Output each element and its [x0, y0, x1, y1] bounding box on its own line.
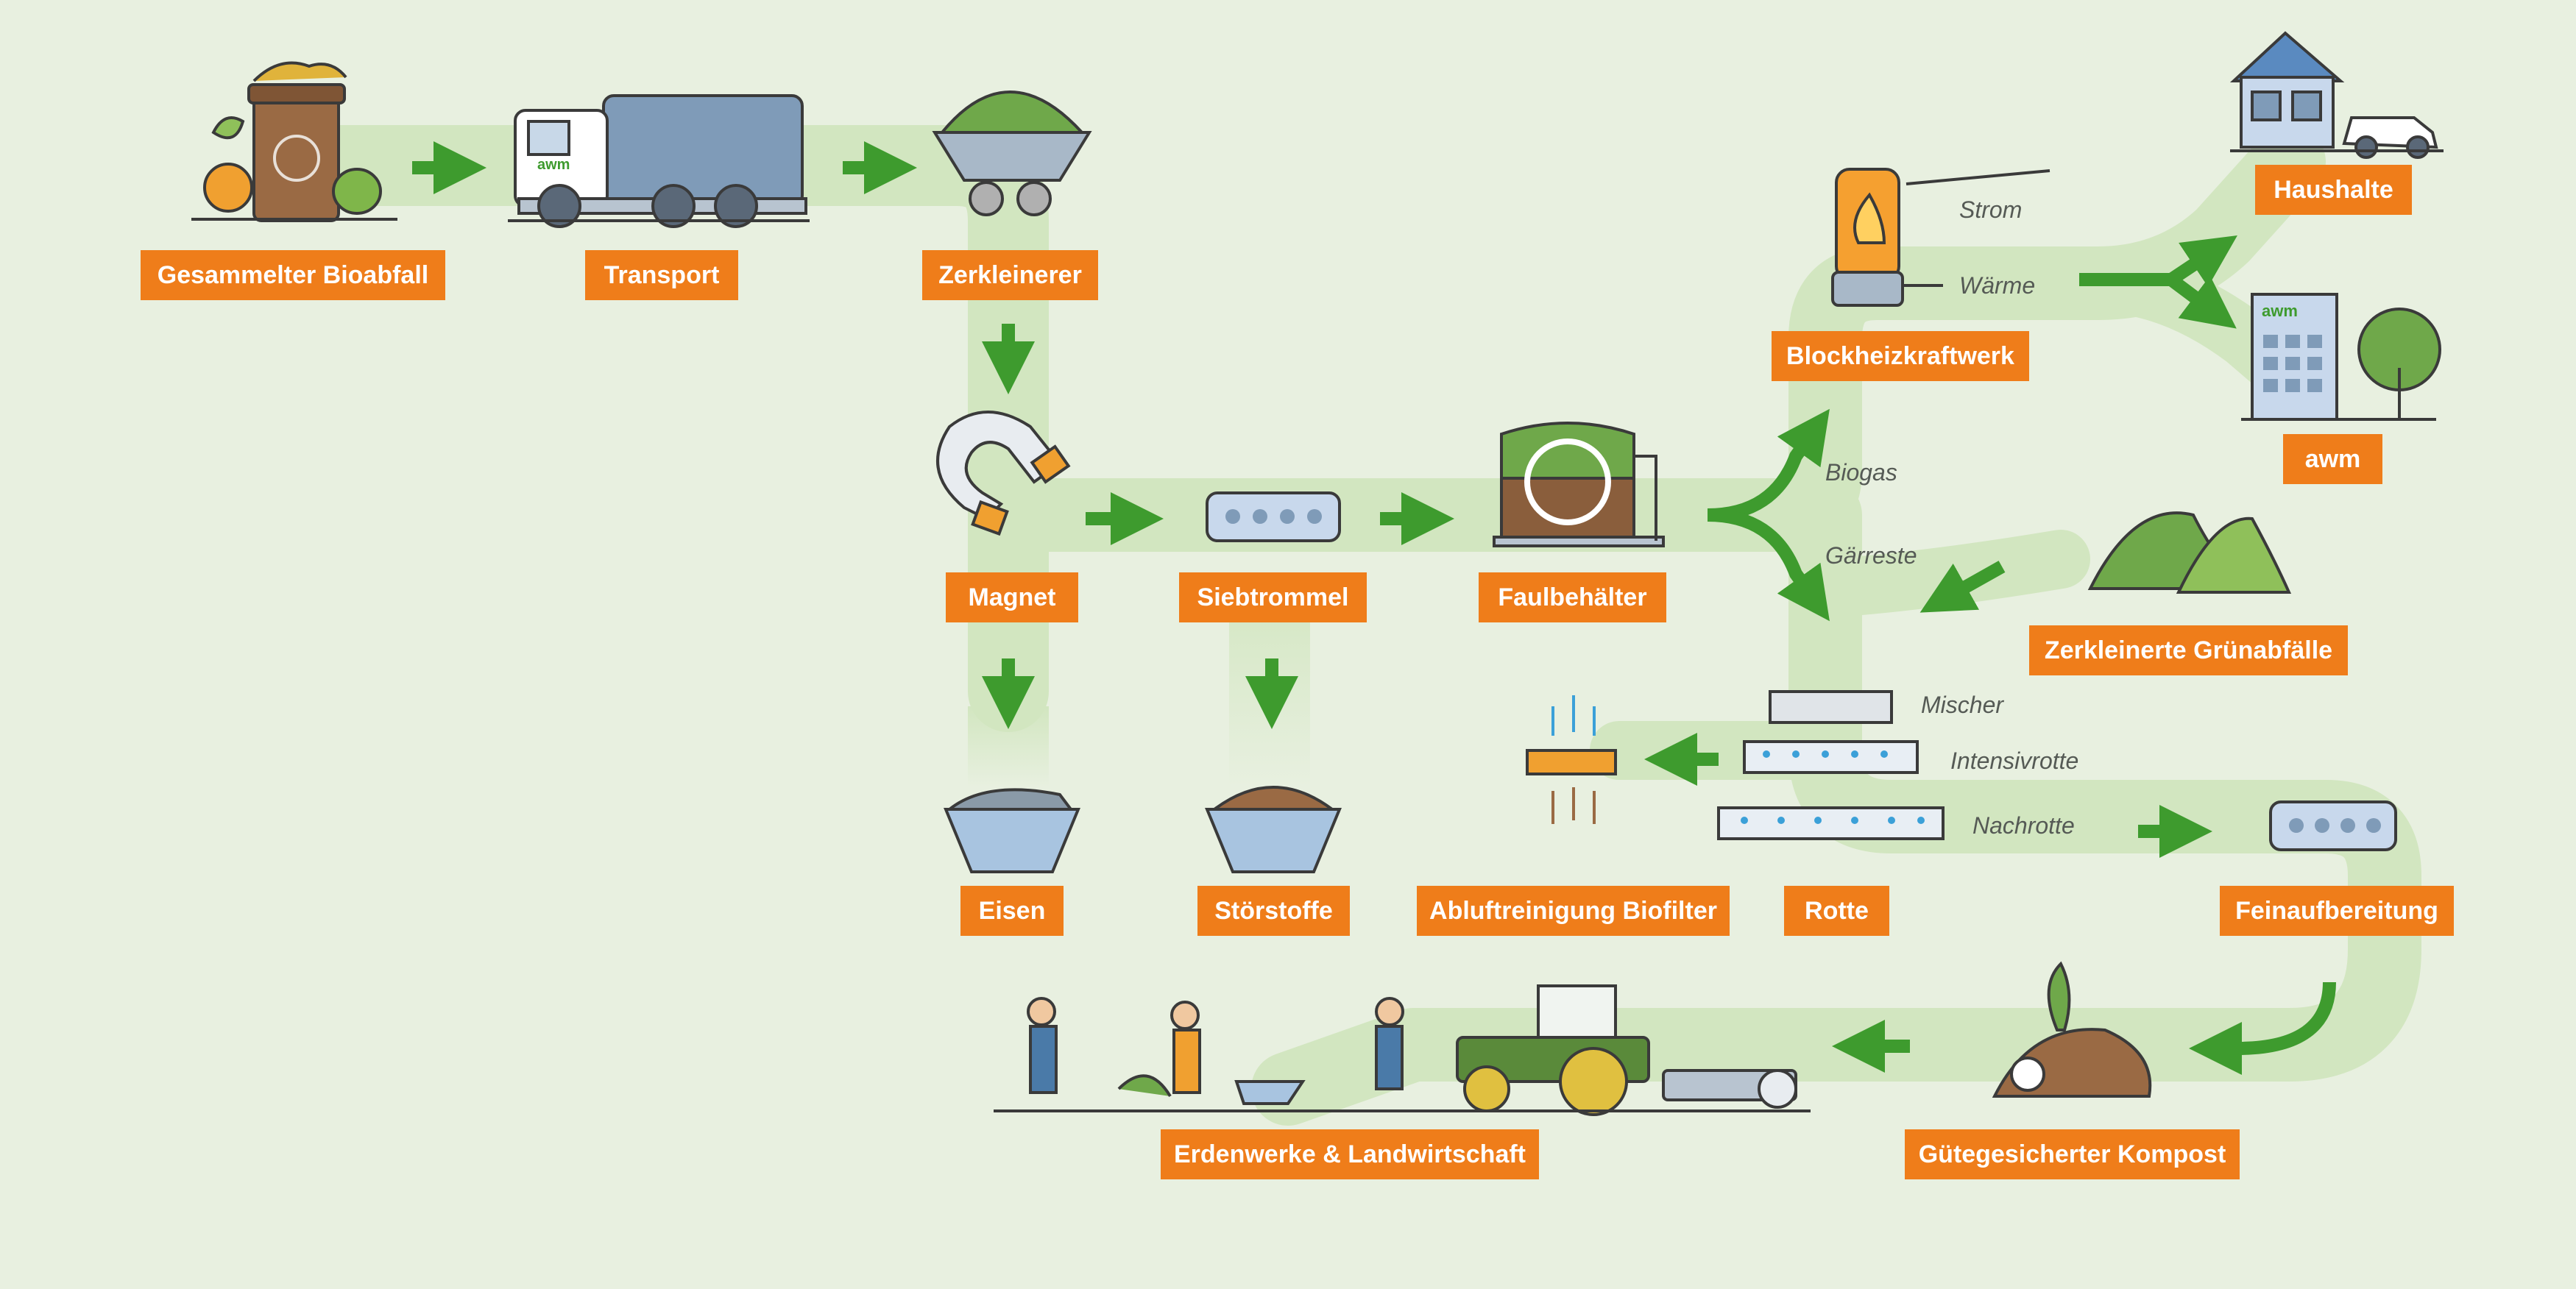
sieve-drum-icon: [1206, 491, 1341, 542]
label-magnet: Magnet: [946, 572, 1078, 622]
building-logo: awm: [2262, 302, 2298, 320]
label-haushalte: Haushalte: [2255, 165, 2412, 215]
arrow-gaerreste: [1707, 508, 1830, 622]
arrow-to-compost: [2189, 981, 2336, 1075]
compost-rows-icon: [1717, 690, 1945, 840]
arrow-to-awm: [2079, 273, 2237, 329]
note-mischer: Mischer: [1921, 692, 2004, 718]
shredder-hopper-icon: [932, 90, 1092, 216]
skip-contaminants-icon: [1205, 786, 1342, 873]
label-awm: awm: [2283, 434, 2382, 484]
label-siebtrommel: Siebtrommel: [1179, 572, 1367, 622]
intensive-rot-icon: [1743, 740, 1919, 774]
arrow-from-green-waste: [1919, 561, 2006, 613]
note-nachrotte: Nachrotte: [1972, 812, 2075, 839]
label-faulbehaelter: Faulbehälter: [1479, 572, 1666, 622]
note-gaerreste: Gärreste: [1825, 542, 1917, 569]
green-waste-piles-icon: [2087, 511, 2292, 594]
biofilter-icon: [1526, 695, 1617, 824]
gardeners-icon: [994, 997, 1317, 1112]
bio-bin-icon: [191, 61, 397, 222]
label-zerkleinerer: Zerkleinerer: [922, 250, 1098, 300]
house-with-car-icon: [2229, 31, 2444, 159]
mixer-icon: [1769, 690, 1893, 724]
chp-plant-icon: [1831, 168, 2050, 307]
note-strom: Strom: [1959, 196, 2023, 223]
note-biogas: Biogas: [1825, 459, 1897, 486]
fine-screen-drum-icon: [2269, 800, 2397, 851]
garbage-truck-icon: [508, 94, 810, 228]
note-waerme: Wärme: [1959, 272, 2036, 299]
label-abluftreinigung-biofilter: Abluftreinigung Biofilter: [1417, 886, 1730, 936]
compost-heap-icon: [1992, 961, 2152, 1098]
flow-arrows: [412, 141, 2336, 1075]
label-stoerstoffe: Störstoffe: [1197, 886, 1350, 936]
label-erdenwerke-landwirtschaft: Erdenwerke & Landwirtschaft: [1161, 1129, 1539, 1179]
label-eisen: Eisen: [960, 886, 1064, 936]
label-guetegesicherter-kompost: Gütegesicherter Kompost: [1905, 1129, 2240, 1179]
label-feinaufbereitung: Feinaufbereitung: [2220, 886, 2454, 936]
magnet-icon: [936, 411, 1071, 536]
flow-fade-eisen: [968, 706, 1049, 787]
farmer-tractor-icon: [1310, 984, 1811, 1116]
scrap-skip-iron-icon: [944, 788, 1080, 873]
post-rot-icon: [1717, 806, 1945, 840]
label-blockheizkraftwerk: Blockheizkraftwerk: [1772, 331, 2029, 381]
truck-logo: awm: [537, 157, 570, 173]
label-transport: Transport: [585, 250, 738, 300]
label-rotte: Rotte: [1784, 886, 1889, 936]
label-gesammelter-bioabfall: Gesammelter Bioabfall: [141, 250, 445, 300]
label-zerkleinerte-gruenabfaelle: Zerkleinerte Grünabfälle: [2029, 625, 2348, 675]
office-building-icon: [2241, 293, 2441, 421]
note-intensivrotte: Intensivrotte: [1950, 748, 2079, 774]
digester-tank-icon: [1493, 422, 1665, 547]
